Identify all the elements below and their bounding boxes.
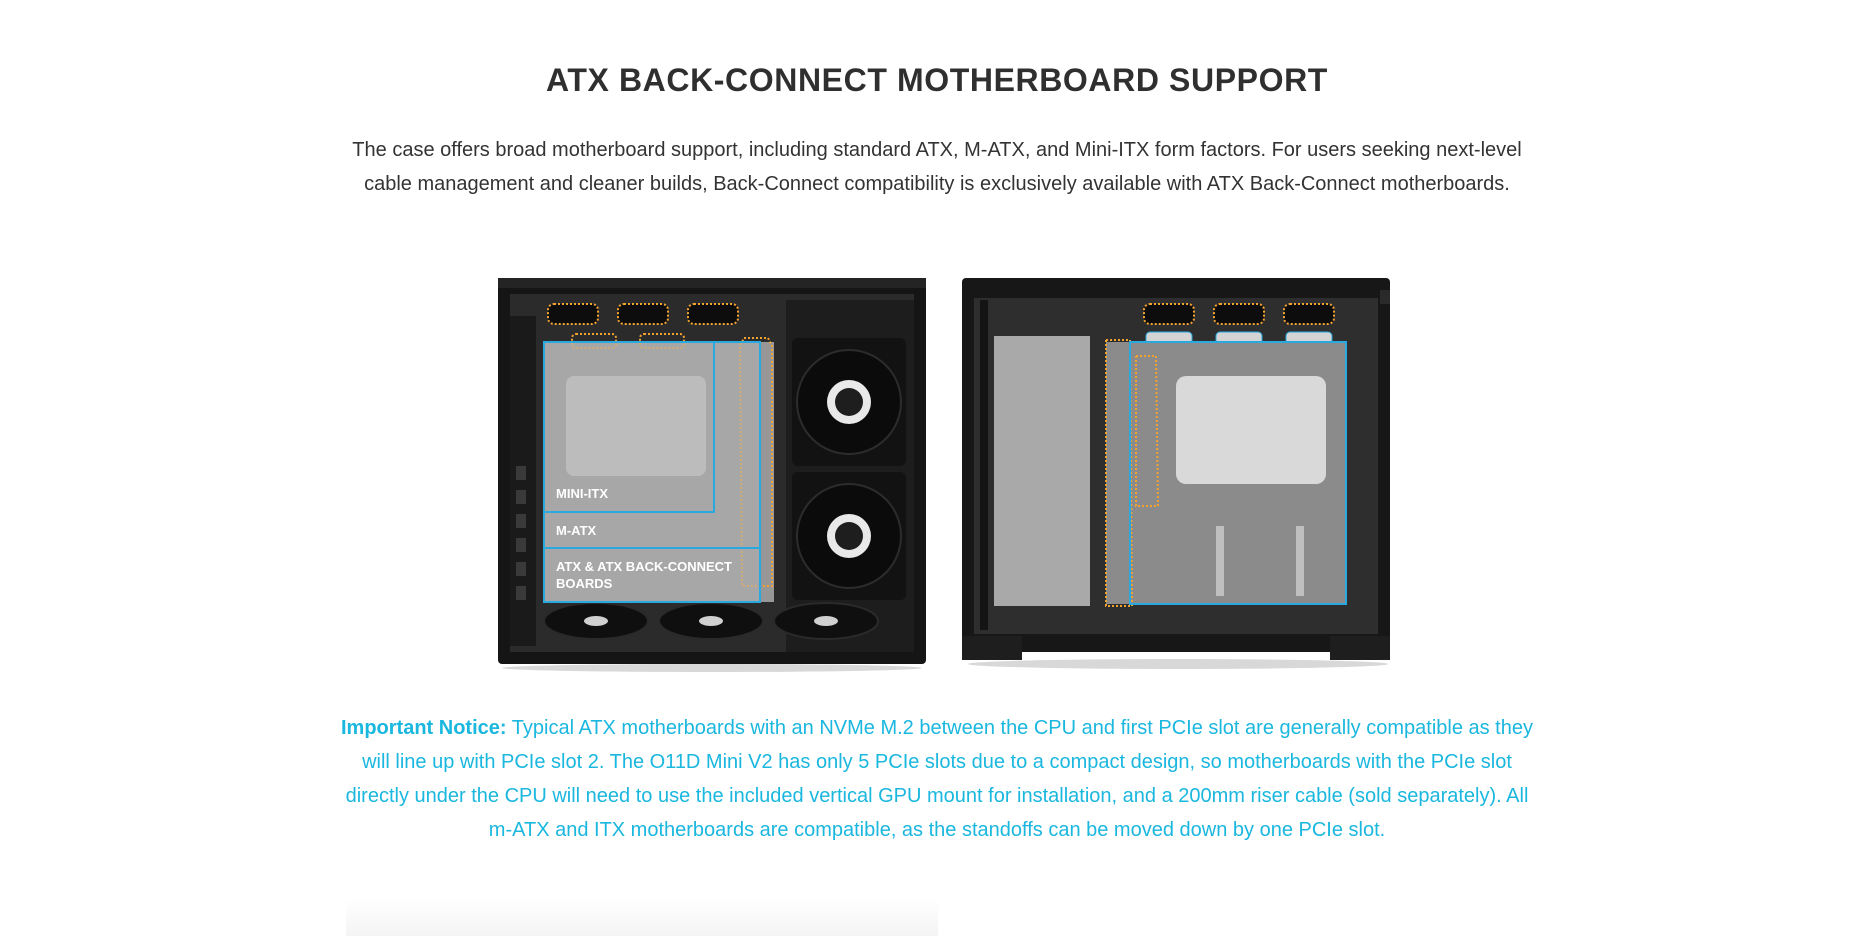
label-atx-line2: BOARDS [556,576,613,591]
case-rear-view-image [962,278,1390,669]
section-intro: The case offers broad motherboard suppor… [352,139,1522,195]
section-title: ATX BACK-CONNECT MOTHERBOARD SUPPORT [546,62,1328,98]
important-notice: Important Notice: Typical ATX motherboar… [336,711,1538,847]
label-atx-line1: ATX & ATX BACK-CONNECT [556,559,732,574]
next-section-edge [346,898,938,936]
notice-label: Important Notice: [341,717,507,739]
label-m-atx: M-ATX [556,523,597,538]
notice-text: Typical ATX motherboards with an NVMe M.… [345,717,1533,841]
label-mini-itx: MINI-ITX [556,486,608,501]
case-front-view-image [498,278,926,672]
